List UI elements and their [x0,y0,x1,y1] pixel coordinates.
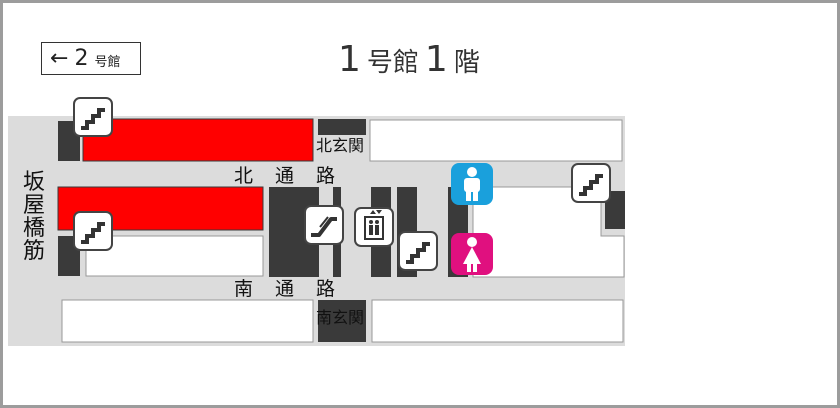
building-2-button[interactable]: ← 2 号館 [41,42,141,75]
south-entrance-label: 南玄関 [316,308,365,327]
north-corridor-label: 北通路 [234,165,358,187]
floor-plan [8,116,625,346]
back-building-number: 2 [74,46,89,71]
title-building-number: 1 [338,39,361,80]
wall-block [605,191,625,229]
stairs-icon[interactable] [398,231,438,271]
highlighted-shop[interactable] [82,118,314,162]
stairs-icon[interactable] [571,163,611,203]
wall-block [318,119,366,135]
page-title: 1 号館 1 階 [338,39,480,83]
street-label: 坂屋橋筋 [22,170,45,264]
south-corridor-label: 南通路 [234,278,358,300]
shop-area[interactable] [369,119,623,162]
wall-block [318,300,366,342]
elevator-icon[interactable] [354,207,394,247]
shop-area[interactable] [371,299,624,343]
shop-area[interactable] [85,235,264,277]
north-entrance-label: 北玄関 [316,136,365,155]
title-building-word: 号館 [366,48,419,78]
title-floor-number: 1 [424,39,448,80]
womens-restroom-icon[interactable] [451,233,493,275]
stairs-icon[interactable] [73,97,113,137]
title-floor-word: 階 [453,48,480,78]
mens-restroom-icon[interactable] [451,163,493,205]
back-arrow-icon: ← [50,45,69,71]
escalator-icon[interactable] [304,205,344,245]
back-building-unit: 号館 [94,55,121,70]
stairs-icon[interactable] [73,211,113,251]
shop-area[interactable] [61,299,314,343]
